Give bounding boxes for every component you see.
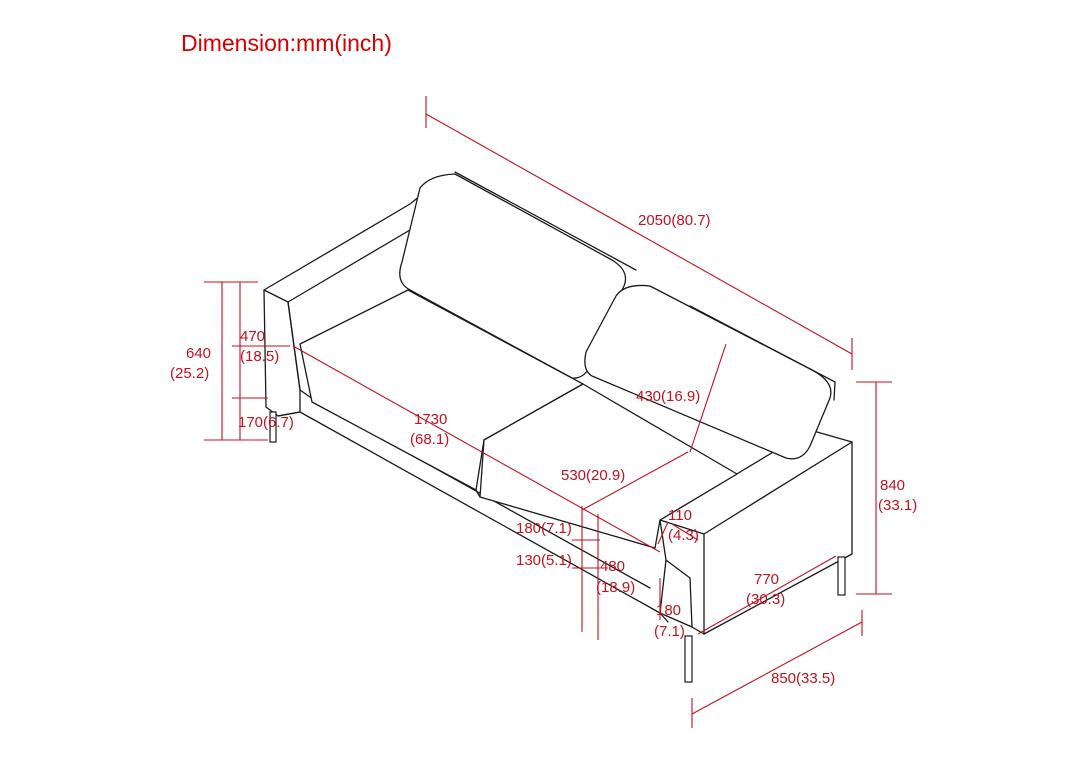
back-height-label: 430(16.9) bbox=[636, 388, 700, 405]
base-height-mm-label: 180 bbox=[656, 602, 681, 619]
leg-height-label: 170(6.7) bbox=[238, 414, 294, 431]
arm-height-mm-label: 470 bbox=[240, 328, 265, 345]
leg-front-left bbox=[269, 411, 277, 443]
base-thickness-label: 130(5.1) bbox=[516, 552, 572, 569]
leg-front-right bbox=[684, 635, 693, 683]
seat-height-in-label: (18.9) bbox=[596, 579, 635, 596]
back-cushions bbox=[399, 173, 832, 460]
total-height-in-label: (33.1) bbox=[878, 497, 917, 514]
overall-width-label: 2050(80.7) bbox=[638, 212, 711, 229]
seat-width-mm-label: 1730 bbox=[414, 411, 447, 428]
overall-height-in-label: (25.2) bbox=[170, 365, 209, 382]
dimension-labels: 2050(80.7) 640 (25.2) 470 (18.5) 170(6.7… bbox=[170, 212, 917, 687]
legs bbox=[269, 411, 846, 683]
base-height-in-label: (7.1) bbox=[654, 623, 685, 640]
seat-cushions bbox=[299, 289, 738, 549]
arm-depth-in-label: (30.3) bbox=[746, 591, 785, 608]
dimension-lines bbox=[204, 96, 892, 728]
seat-depth-label: 530(20.9) bbox=[561, 467, 625, 484]
seat-height-mm-label: 480 bbox=[600, 558, 625, 575]
arm-width-mm-label: 110 bbox=[668, 507, 692, 524]
arm-depth-mm-label: 770 bbox=[754, 571, 779, 588]
arm-height-in-label: (18.5) bbox=[240, 348, 279, 365]
page-title: Dimension:mm(inch) bbox=[181, 30, 392, 56]
cushion-thickness-label: 180(7.1) bbox=[516, 520, 572, 537]
total-height-mm-label: 840 bbox=[880, 477, 905, 494]
overall-height-mm-label: 640 bbox=[186, 345, 211, 362]
back-cushion-right bbox=[584, 284, 832, 460]
total-depth-label: 850(33.5) bbox=[771, 670, 835, 687]
seat-width-in-label: (68.1) bbox=[410, 431, 449, 448]
leg-back-right bbox=[837, 556, 846, 596]
arm-width-in-label: (4.3) bbox=[668, 527, 699, 544]
